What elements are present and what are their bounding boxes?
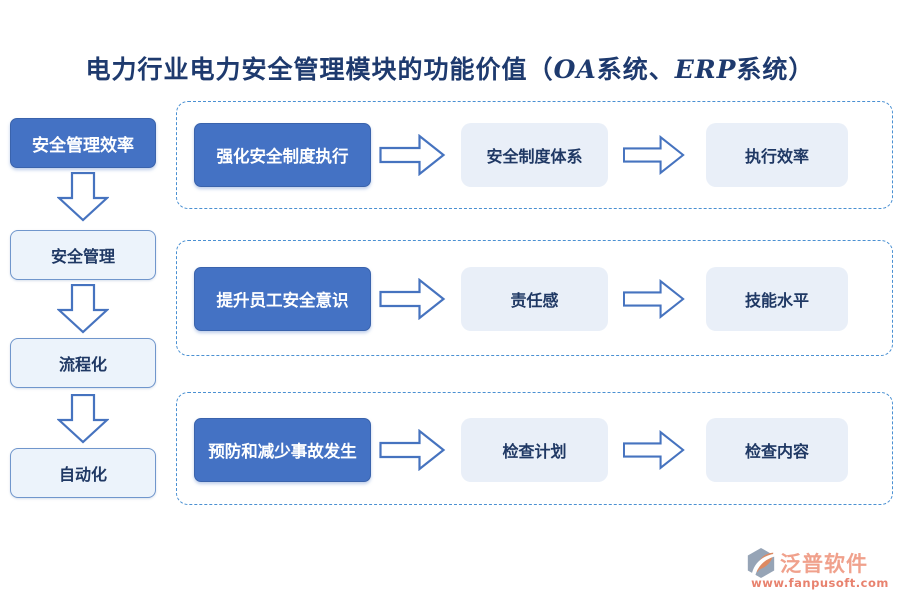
value-row-1: 强化安全制度执行 安全制度体系 执行效率 [176, 101, 893, 209]
row3-mid-label: 检查计划 [502, 442, 567, 461]
title-main: 电力行业电力安全管理模块的功能价值 [85, 55, 528, 84]
fanpu-logo-url[interactable]: www.fanpusoft.com [751, 576, 889, 590]
flow-step-box: 安全管理 [10, 230, 156, 280]
title-erp: ERP [674, 55, 737, 84]
fanpu-logo-top: 泛普软件 [745, 547, 895, 579]
right-arrow-icon [623, 135, 685, 175]
row1-end-box: 执行效率 [706, 123, 848, 187]
row2-source-label: 提升员工安全意识 [216, 291, 349, 310]
flow-head-box: 安全管理效率 [10, 118, 156, 168]
right-arrow-icon [623, 279, 685, 319]
right-arrow-icon [379, 134, 446, 176]
fanpu-logo-icon [747, 547, 776, 579]
fanpu-logo: 泛普软件 www.fanpusoft.com [745, 547, 895, 590]
row2-end-label: 技能水平 [744, 291, 809, 310]
right-arrow-icon [623, 430, 685, 470]
row1-mid-label: 安全制度体系 [486, 147, 583, 166]
title-sys2: 系统） [736, 55, 815, 84]
row1-mid-box: 安全制度体系 [461, 123, 608, 187]
flow-step-label: 自动化 [58, 465, 107, 484]
row1-end-label: 执行效率 [744, 147, 809, 166]
down-arrow-icon [57, 394, 109, 444]
flow-head-label: 安全管理效率 [32, 135, 134, 156]
flow-step-label: 流程化 [58, 355, 107, 374]
flow-step-label: 安全管理 [50, 247, 115, 266]
row3-end-box: 检查内容 [706, 418, 848, 482]
down-arrow-icon [57, 172, 109, 222]
flow-step-box: 自动化 [10, 448, 156, 498]
row3-end-label: 检查内容 [744, 442, 809, 461]
right-arrow-icon [379, 278, 446, 320]
row3-source-label: 预防和减少事故发生 [208, 442, 357, 461]
page-title: 电力行业电力安全管理模块的功能价值（OA系统、ERP系统） [0, 50, 900, 86]
title-paren-open: （ [527, 55, 554, 84]
right-arrow-icon [379, 429, 446, 471]
row3-source-box: 预防和减少事故发生 [194, 418, 371, 482]
row2-source-box: 提升员工安全意识 [194, 267, 371, 331]
value-row-2: 提升员工安全意识 责任感 技能水平 [176, 240, 893, 356]
row1-source-box: 强化安全制度执行 [194, 123, 371, 187]
row1-source-label: 强化安全制度执行 [216, 147, 349, 166]
flow-step-box: 流程化 [10, 338, 156, 388]
row3-mid-box: 检查计划 [461, 418, 608, 482]
row2-mid-label: 责任感 [510, 291, 559, 310]
row2-end-box: 技能水平 [706, 267, 848, 331]
title-oa: OA [553, 55, 597, 84]
row2-mid-box: 责任感 [461, 267, 608, 331]
value-row-3: 预防和减少事故发生 检查计划 检查内容 [176, 392, 893, 505]
title-sys1: 系统、 [596, 55, 675, 84]
down-arrow-icon [57, 284, 109, 334]
fanpu-logo-name: 泛普软件 [780, 552, 868, 576]
